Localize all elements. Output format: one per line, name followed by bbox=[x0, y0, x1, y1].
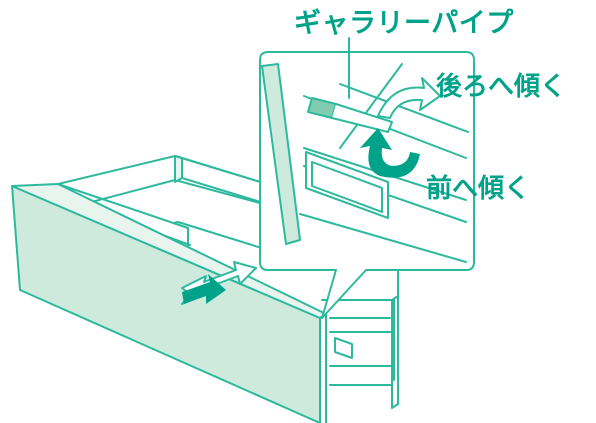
tilt-forward-label: 前へ傾く bbox=[426, 176, 530, 202]
tilt-back-label: 後ろへ傾く bbox=[436, 74, 566, 100]
gallery-pipe-label: ギャラリーパイプ bbox=[294, 10, 514, 37]
